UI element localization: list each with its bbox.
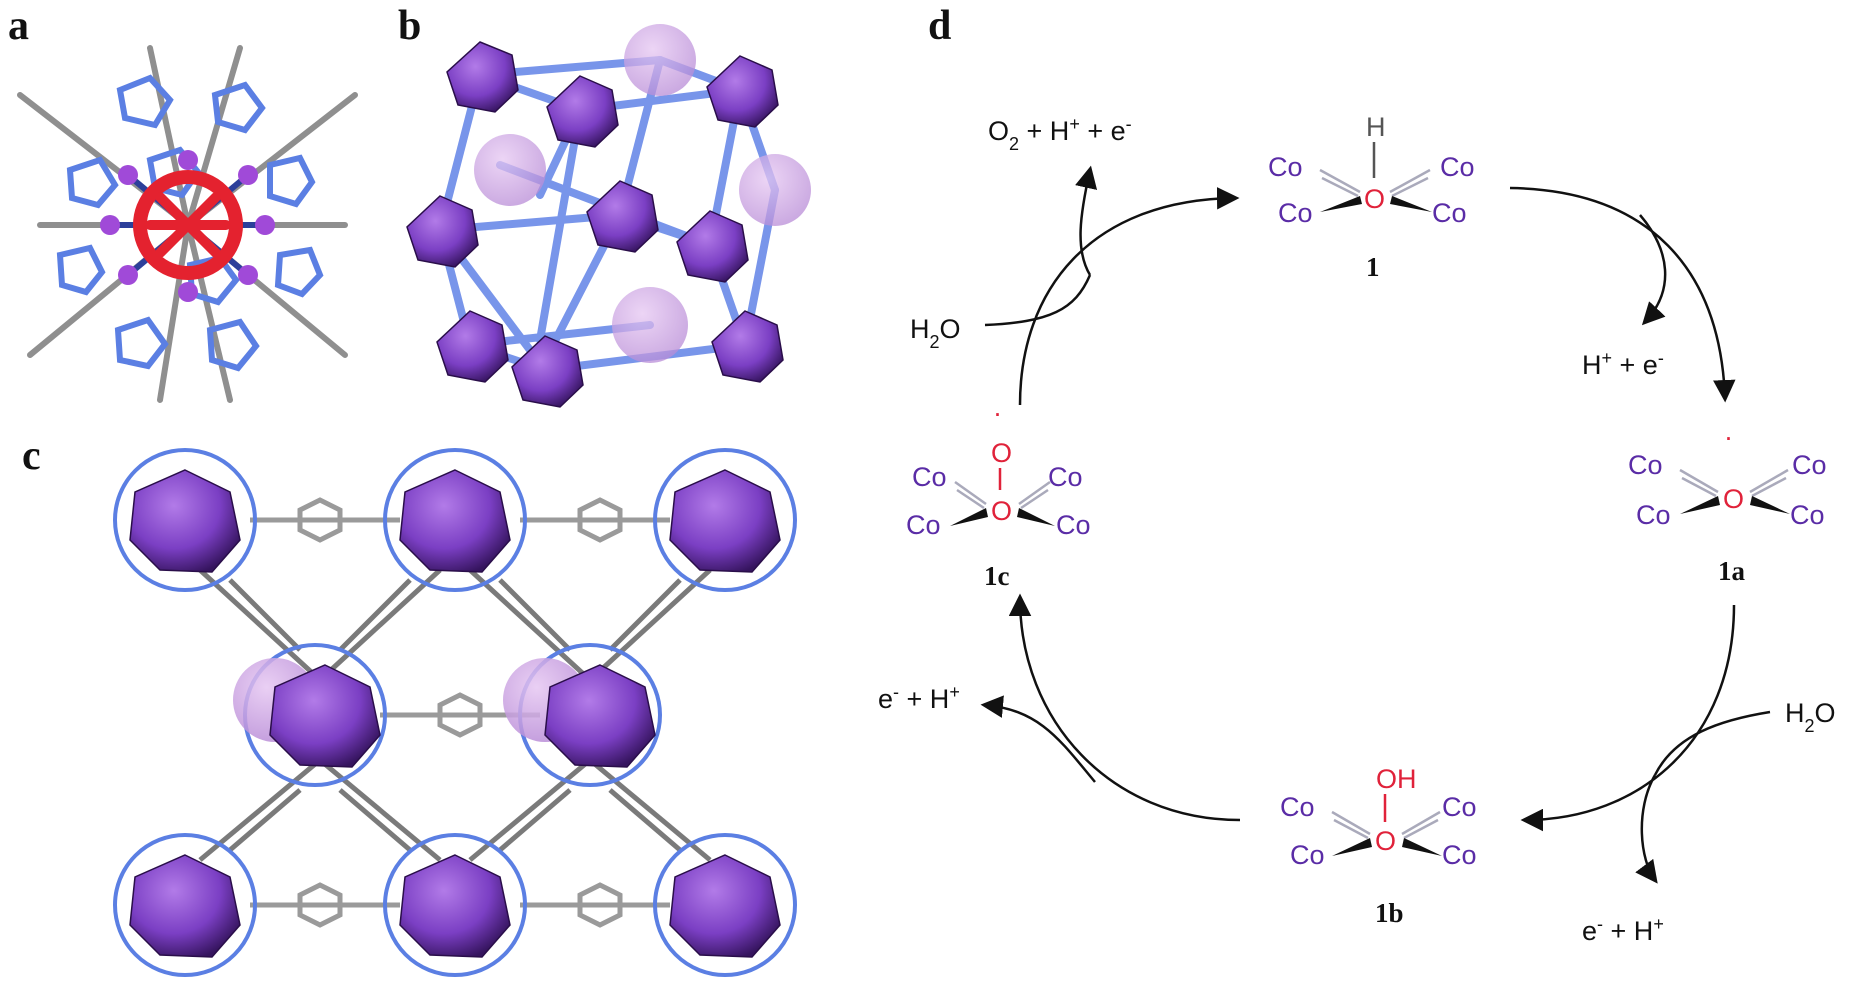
- compound-1a: · O Co Co Co Co 1a: [1628, 422, 1827, 586]
- label-hpe-right: H+ + e-: [1582, 348, 1664, 380]
- svg-text:Co: Co: [1442, 840, 1477, 870]
- svg-text:Co: Co: [1280, 792, 1315, 822]
- compound-1-hydrogen: H: [1366, 112, 1386, 142]
- label-o2-products: O2 + H+ + e-: [988, 114, 1132, 154]
- arrow-1b-to-1c: [1008, 593, 1241, 822]
- panel-c-framework: [113, 448, 797, 977]
- compound-1-label: 1: [1366, 252, 1380, 282]
- panel-label-a: a: [8, 3, 29, 49]
- svg-text:Co: Co: [1290, 840, 1325, 870]
- svg-text:Co: Co: [1048, 462, 1083, 492]
- arrow-o2-out: [1075, 165, 1098, 276]
- svg-text:Co: Co: [1790, 500, 1825, 530]
- svg-text:Co: Co: [1440, 152, 1475, 182]
- compound-1c-label: 1c: [984, 561, 1010, 591]
- label-ehp-bottom: e- + H+: [1582, 914, 1664, 946]
- compound-1b-hydroxyl: OH: [1376, 764, 1417, 794]
- svg-text:Co: Co: [1636, 500, 1671, 530]
- arrow-1a-to-1b: [1520, 604, 1736, 832]
- compound-1c-oxygen: O: [991, 496, 1012, 526]
- label-ehp-left: e- + H+: [878, 682, 960, 714]
- compound-1a-oxygen: O: [1723, 484, 1744, 514]
- compound-1c-top-oxygen: O: [991, 438, 1012, 468]
- svg-text:Co: Co: [1056, 510, 1091, 540]
- svg-text:Co: Co: [906, 510, 941, 540]
- panel-label-c: c: [22, 433, 41, 479]
- arrow-ehp-out-bottom: [1635, 774, 1658, 884]
- arrow-ehp-out-left: [980, 695, 1096, 783]
- arrow-hpe-out-right: [1639, 214, 1667, 326]
- svg-text:Co: Co: [1268, 152, 1303, 182]
- panel-b-network: [406, 24, 811, 408]
- svg-text:Co: Co: [1442, 792, 1477, 822]
- compound-1: H O Co Co Co Co 1: [1268, 112, 1475, 282]
- panel-label-b: b: [398, 3, 422, 49]
- compound-1b: OH O Co Co Co Co 1b: [1280, 764, 1477, 928]
- svg-text:·: ·: [1724, 422, 1733, 452]
- svg-text:Co: Co: [1432, 198, 1467, 228]
- arrow-h2o-in-right: [1653, 710, 1771, 776]
- arrow-h2o-in-left: [984, 274, 1092, 327]
- svg-text:Co: Co: [1278, 198, 1313, 228]
- svg-text:Co: Co: [1792, 450, 1827, 480]
- panel-label-d: d: [928, 3, 952, 49]
- catalytic-cycle: O2 + H+ + e- H2O H+ + e- H2O e- + H+ e- …: [878, 112, 1836, 946]
- compound-1-oxygen: O: [1364, 184, 1385, 214]
- label-h2o-right: H2O: [1785, 698, 1836, 736]
- svg-text:·: ·: [993, 398, 1002, 428]
- compound-1c: · O O Co Co Co Co 1c: [906, 398, 1091, 591]
- arrow-1c-to-1: [1018, 187, 1240, 406]
- svg-text:Co: Co: [1628, 450, 1663, 480]
- panel-a-cluster: [17, 45, 358, 403]
- arrow-1-to-1a: [1509, 186, 1736, 403]
- label-h2o-left: H2O: [910, 314, 961, 352]
- svg-text:Co: Co: [912, 462, 947, 492]
- compound-1b-label: 1b: [1375, 898, 1404, 928]
- compound-1a-label: 1a: [1718, 556, 1746, 586]
- compound-1b-oxygen: O: [1375, 826, 1396, 856]
